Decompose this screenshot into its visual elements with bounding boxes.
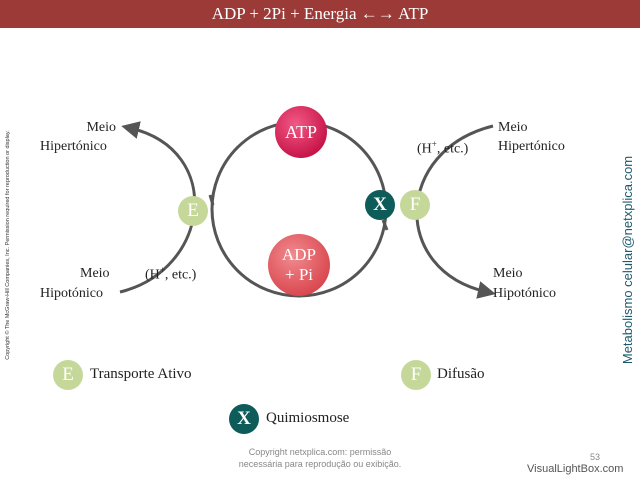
atp-label: ATP xyxy=(284,121,317,142)
legend-f-symbol: F xyxy=(401,360,431,390)
adp-node xyxy=(268,234,330,296)
title-bar: ADP + 2Pi + Energia ←→ ATP xyxy=(0,0,640,28)
node-f-label: F xyxy=(409,194,421,215)
left-ion-sup: + xyxy=(159,265,165,275)
node-x: X xyxy=(365,190,395,220)
adp-label-line1: ADP xyxy=(281,245,316,264)
legend-e-text: Transporte Ativo xyxy=(90,366,192,382)
footer-line2: necessária para reprodução ou exibição. xyxy=(238,459,402,469)
page-number: 53 xyxy=(590,452,601,462)
legend-f-text: Difusão xyxy=(437,366,485,382)
atp-node xyxy=(275,106,327,158)
right-ion-rest: , etc.) xyxy=(436,141,469,157)
footer-line1: Copyright netxplica.com: permissão xyxy=(248,447,392,457)
legend-e-symbol: E xyxy=(53,360,83,390)
left-bottom-label-2: Hipotónico xyxy=(40,286,103,301)
right-bottom-label-2: Hipotónico xyxy=(493,286,556,301)
left-top-line1: Meio xyxy=(86,120,116,135)
ring-tick-right xyxy=(381,219,389,231)
adp-label-wrap: ADP + Pi xyxy=(268,234,330,296)
right-top-label: Meio xyxy=(498,120,528,135)
node-x-label: X xyxy=(373,194,387,215)
right-ion-h: (H xyxy=(417,141,432,157)
left-bottom-label: Meio xyxy=(80,266,110,281)
left-top-label: Meio xyxy=(80,120,116,136)
right-top-label-2: Hipertónico xyxy=(498,139,565,154)
node-e: E xyxy=(178,196,208,226)
atp-label-wrap: ATP xyxy=(275,106,327,158)
left-ion-label: (H+, etc.) xyxy=(145,265,196,284)
left-top-label-2: Hipertónico xyxy=(40,139,107,154)
node-e-label: E xyxy=(187,200,199,221)
ring-tick-left xyxy=(208,194,215,206)
legend-x-symbol: X xyxy=(229,404,259,434)
legend-f-letter: F xyxy=(410,364,422,385)
watermark: VisualLightBox.com xyxy=(527,463,624,475)
legend-x-letter: X xyxy=(237,408,251,429)
legend-e-letter: E xyxy=(62,364,74,385)
right-ion-sup: + xyxy=(431,139,437,149)
left-ion-h: (H xyxy=(145,267,160,283)
adp-label-line2: + Pi xyxy=(284,265,313,284)
footer-copyright: Copyright netxplica.com: permissão neces… xyxy=(205,446,435,470)
right-ion-label: (H+, etc.) xyxy=(417,139,468,158)
legend-x-text: Quimiosmose xyxy=(266,410,350,426)
left-ion-rest: , etc.) xyxy=(164,267,197,283)
slide-title: ADP + 2Pi + Energia ←→ ATP xyxy=(211,4,429,23)
node-f: F xyxy=(400,190,430,220)
right-bottom-label: Meio xyxy=(493,266,523,281)
